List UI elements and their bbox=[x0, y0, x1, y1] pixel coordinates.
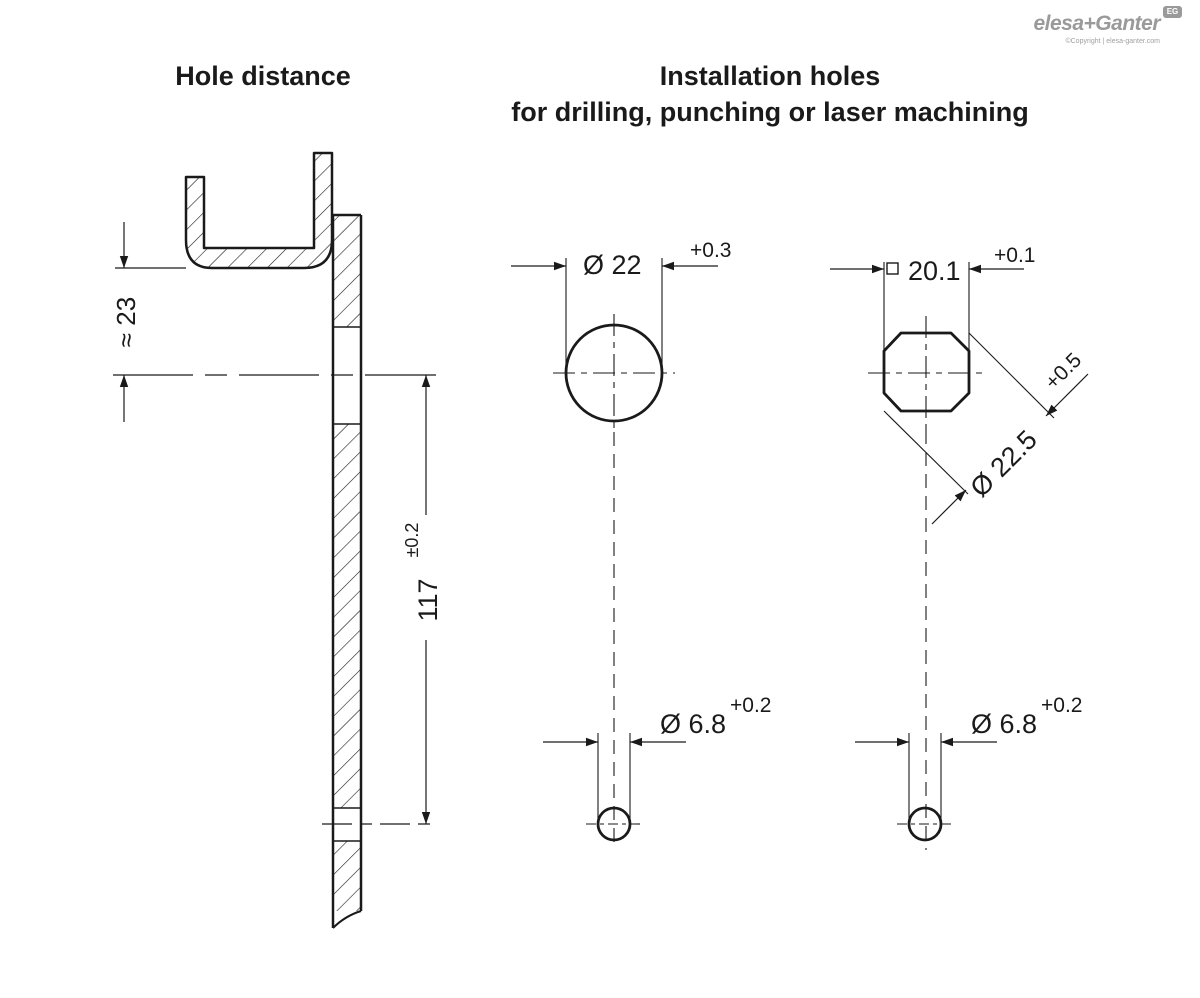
dimension-117-label: 117 bbox=[413, 578, 443, 621]
square-symbol-icon bbox=[886, 262, 899, 275]
heading-installation-holes: Installation holes bbox=[659, 61, 881, 91]
heading-hole-distance: Hole distance bbox=[175, 61, 351, 91]
hole-distance-section: ≈ 23 117 ±0.2 bbox=[111, 151, 443, 929]
dimension-117: 117 ±0.2 bbox=[402, 375, 443, 824]
square-hole-size-tolerance: +0.1 bbox=[994, 244, 1035, 267]
square-hole-diag-label: Ø 22.5 bbox=[964, 424, 1043, 503]
dimension-117-tolerance: ±0.2 bbox=[402, 523, 422, 558]
square-hole-detail: 20.1 +0.1 Ø 22.5 +0.5 Ø 6.8 +0.2 bbox=[830, 244, 1089, 850]
vertical-plate bbox=[331, 213, 363, 929]
round-hole-dia-label: Ø 22 bbox=[583, 250, 642, 280]
elesa-ganter-logo: EG elesa+Ganter ©Copyright | elesa-gante… bbox=[1012, 6, 1182, 46]
small-hole-tolerance-right: +0.2 bbox=[1041, 694, 1082, 717]
heading-installation-holes-subtitle: for drilling, punching or laser machinin… bbox=[511, 97, 1029, 127]
square-hole-shape bbox=[882, 331, 971, 413]
logo-wordmark: elesa+Ganter bbox=[1033, 12, 1160, 35]
round-hole-detail: Ø 22 +0.3 Ø 6.8 +0.2 bbox=[511, 239, 771, 850]
logo-copyright: ©Copyright | elesa-ganter.com bbox=[1065, 38, 1160, 45]
small-hole-dia-label-right: Ø 6.8 bbox=[971, 709, 1037, 739]
dimension-approx-23: ≈ 23 bbox=[111, 222, 186, 422]
logo-badge: EG bbox=[1163, 6, 1182, 18]
small-hole-tolerance-left: +0.2 bbox=[730, 694, 771, 717]
square-hole-diag-tolerance: +0.5 bbox=[1041, 349, 1087, 395]
round-hole-dia-tolerance: +0.3 bbox=[690, 239, 731, 262]
square-hole-size-label: 20.1 bbox=[908, 256, 961, 286]
small-hole-dia-label-left: Ø 6.8 bbox=[660, 709, 726, 739]
approx-23-label: ≈ 23 bbox=[111, 297, 141, 347]
u-channel-profile bbox=[184, 151, 334, 270]
